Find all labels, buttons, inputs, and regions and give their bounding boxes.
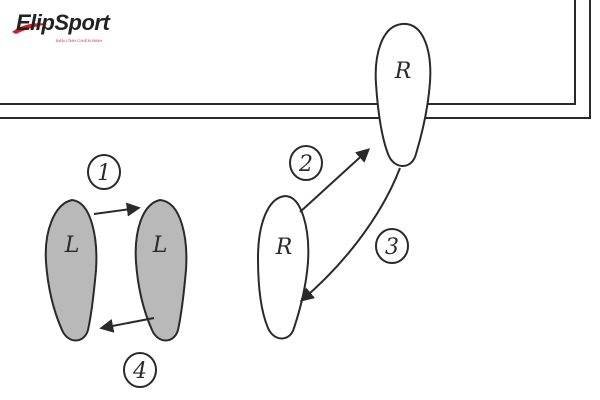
footprint-left-end xyxy=(134,198,188,342)
foot-letter-4: R xyxy=(394,59,412,84)
logo-tagline: BẢN LĨNH CHIẾN BINH xyxy=(56,38,103,43)
step-number-4: 4 xyxy=(132,359,147,384)
step-circle-4 xyxy=(123,352,157,388)
foot-letter-2: L xyxy=(152,233,168,258)
arrow-step-2 xyxy=(299,148,371,213)
wall-boundary xyxy=(0,0,591,119)
step-number-3: 3 xyxy=(385,235,399,260)
footprint-right-upper xyxy=(374,22,432,167)
footprint-right-lower xyxy=(256,194,310,340)
arrow-step-1 xyxy=(93,202,141,217)
footprint-left-start xyxy=(44,198,98,342)
arrow-step-3 xyxy=(299,167,401,302)
brand-logo: ElipSport BẢN LĨNH CHIẾN BINH xyxy=(10,8,120,48)
logo-brand-text: ElipSport xyxy=(16,10,110,35)
step-circle-2 xyxy=(289,145,323,181)
logo-swoosh-icon xyxy=(12,23,48,34)
step-circle-1 xyxy=(87,154,121,190)
step-number-1: 1 xyxy=(97,161,111,186)
arrow-step-4 xyxy=(99,317,155,333)
step-number-2: 2 xyxy=(298,152,313,177)
foot-letter-1: L xyxy=(64,233,80,258)
step-circle-3 xyxy=(375,228,409,264)
foot-letter-3: R xyxy=(275,235,293,260)
